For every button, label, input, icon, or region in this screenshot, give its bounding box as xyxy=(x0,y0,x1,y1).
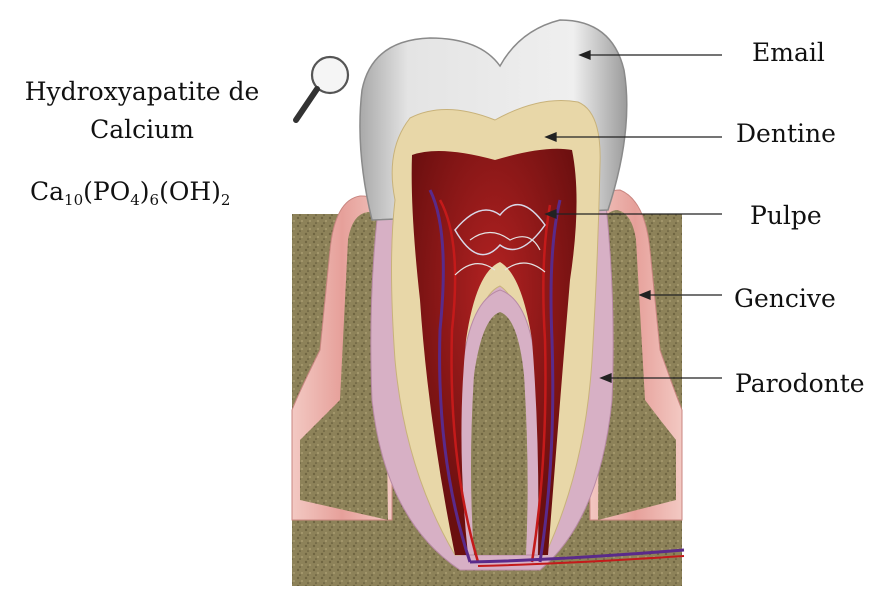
formula-oh-sub: 2 xyxy=(221,191,231,209)
formula-po-close: ) xyxy=(140,177,150,206)
label-parodonte: Parodonte xyxy=(735,371,865,396)
label-email: Email xyxy=(752,40,825,65)
formula-o4-sub: 4 xyxy=(130,191,140,209)
label-dentine: Dentine xyxy=(736,121,836,146)
chemical-formula: Ca10(PO4)6(OH)2 xyxy=(30,179,230,204)
formula-po4-count: 6 xyxy=(150,191,160,209)
formula-ca-sub: 10 xyxy=(64,191,83,209)
formula-ca: Ca xyxy=(30,177,64,206)
label-pulpe: Pulpe xyxy=(750,203,822,228)
formula-po-open: (PO xyxy=(83,177,130,206)
mineral-name-line1: Hydroxyapatite de xyxy=(14,79,270,104)
label-gencive: Gencive xyxy=(734,286,836,311)
magnifier-icon xyxy=(296,57,348,120)
mineral-name-line2: Calcium xyxy=(14,117,270,142)
formula-oh: (OH) xyxy=(159,177,221,206)
